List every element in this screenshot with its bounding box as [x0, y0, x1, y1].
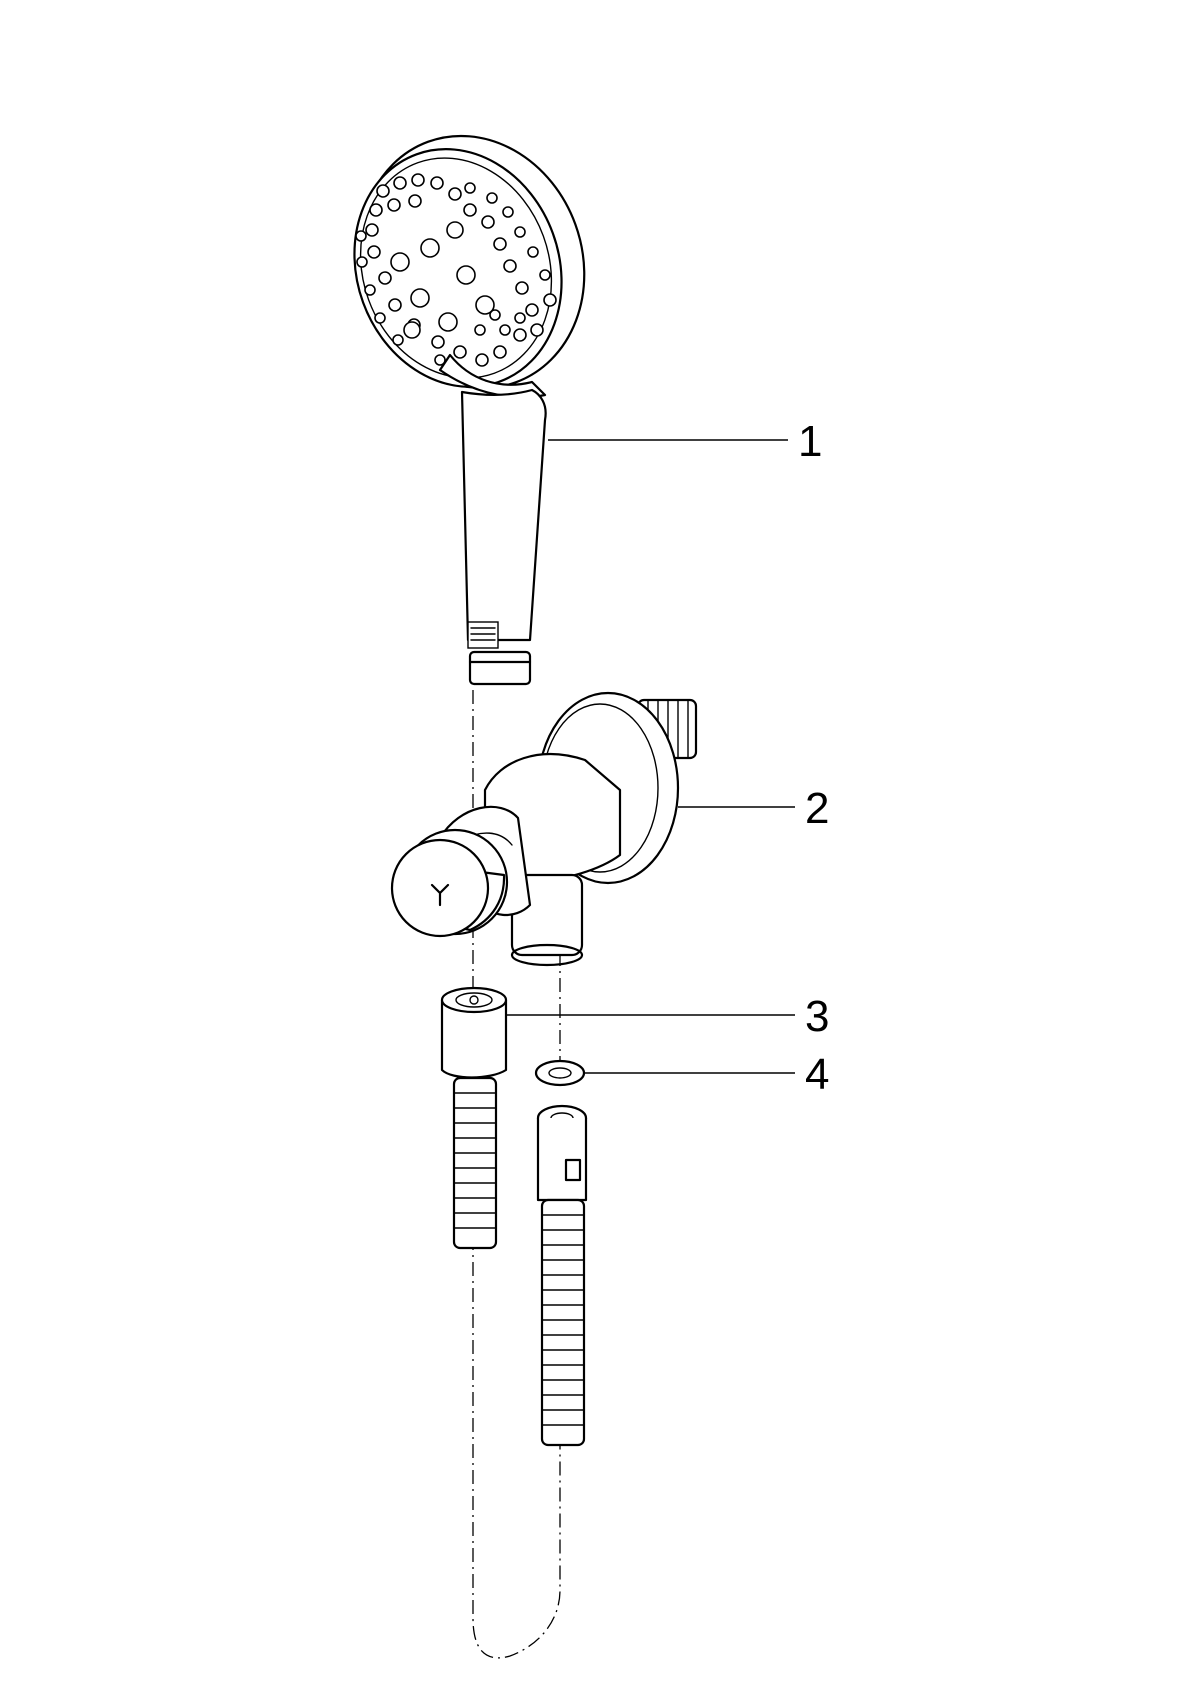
- callout-2-label: 2: [805, 784, 829, 833]
- callout-3: 3: [506, 992, 829, 1041]
- callout-3-label: 3: [805, 992, 829, 1041]
- callout-1: 1: [548, 417, 822, 466]
- long-hose: [536, 1104, 588, 1447]
- hose-nut-assembly: [440, 986, 508, 1250]
- callout-4-label: 4: [805, 1050, 829, 1099]
- center-nozzle-ring: [390, 221, 495, 339]
- handle-label: [467, 621, 499, 649]
- wall-elbow-holder: [390, 691, 698, 967]
- callout-2: 2: [678, 784, 829, 833]
- washer: [534, 1059, 586, 1087]
- callout-4: 4: [584, 1050, 829, 1099]
- callout-1-label: 1: [798, 417, 822, 466]
- hand-shower: [353, 134, 586, 686]
